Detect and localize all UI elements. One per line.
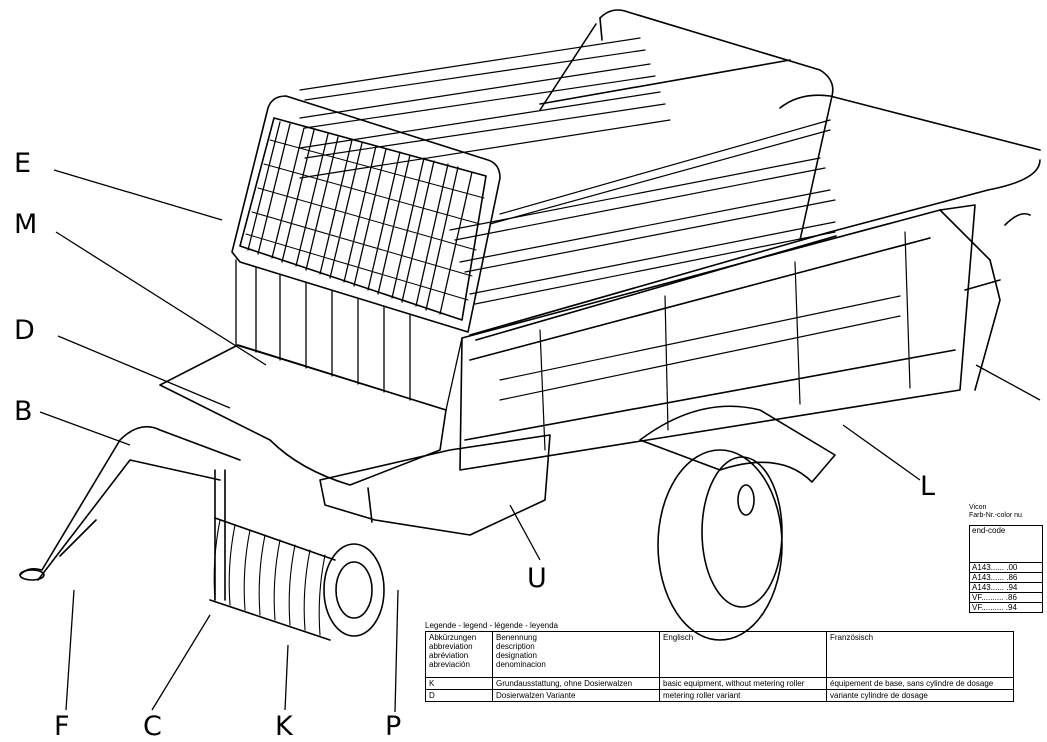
end-code-header: end-code [969, 525, 1043, 563]
color-code-row: A143...... .94 [969, 582, 1043, 593]
callout-F: F [54, 711, 70, 742]
header-text: abbreviation [429, 642, 473, 651]
rack-slats [299, 37, 836, 305]
callout-M: M [14, 209, 38, 240]
legend-header-name: Benennung description designation denomi… [492, 631, 660, 678]
cover-hood [159, 344, 551, 536]
header-text: Abkürzungen [429, 633, 477, 642]
legend-row-abbr: K [425, 677, 493, 690]
legend-header-abbr: Abkürzungen abbreviation abréviation abr… [425, 631, 493, 678]
callout-B: B [14, 396, 33, 427]
legend-row-de: Dosierwalzen Variante [492, 689, 660, 702]
color-number-label: Farb-Nr.-color nu [969, 512, 1022, 519]
callout-E: E [14, 148, 32, 179]
legend-row-de: Grundausstattung, ohne Dosierwalzen [492, 677, 660, 690]
legend-table: Abkürzungen abbreviation abréviation abr… [425, 631, 1014, 702]
color-code-table: end-code A143...... .00 A143...... .86 A… [969, 525, 1043, 613]
side-body [459, 204, 976, 471]
color-code-row: A143...... .86 [969, 572, 1043, 583]
legend-row-en: basic equipment, without metering roller [659, 677, 827, 690]
color-code-row: A143...... .00 [969, 562, 1043, 573]
header-text: abréviation [429, 651, 469, 660]
rear-linkage [939, 209, 1031, 391]
legend-row-fr: équipement de base, sans cylindre de dos… [826, 677, 1014, 690]
legend-title: Legende - legend - légende - leyenda [425, 621, 558, 630]
callout-L: L [920, 471, 936, 502]
legend-header-en: Englisch [659, 631, 827, 678]
front-grid-panel [231, 95, 501, 333]
color-code-row: VF.......... .86 [969, 592, 1043, 603]
callout-D: D [14, 315, 35, 346]
color-code-row: VF.......... .94 [969, 602, 1043, 613]
callout-K: K [275, 711, 293, 742]
color-block-header: Vicon Farb-Nr.-color nu [969, 504, 1022, 520]
rear-rack-frame [539, 9, 834, 241]
header-text: Benennung [496, 633, 537, 642]
header-text: abreviación [429, 660, 470, 669]
pickup-roller [209, 469, 385, 641]
brand-label: Vicon [969, 504, 987, 511]
header-text: description [496, 642, 535, 651]
legend-row-abbr: D [425, 689, 493, 702]
legend-row-en: metering roller variant [659, 689, 827, 702]
callout-P: P [385, 711, 402, 742]
callout-leaders [39, 169, 1041, 713]
header-text: denominacion [496, 660, 546, 669]
wheel [639, 405, 836, 641]
header-text: designation [496, 651, 537, 660]
callout-U: U [527, 563, 547, 594]
legend-header-fr: Französisch [826, 631, 1014, 678]
legend-row-fr: variante cylindre de dosage [826, 689, 1014, 702]
drawbar [19, 425, 241, 581]
callout-C: C [143, 711, 162, 742]
top-rails [469, 59, 1041, 341]
